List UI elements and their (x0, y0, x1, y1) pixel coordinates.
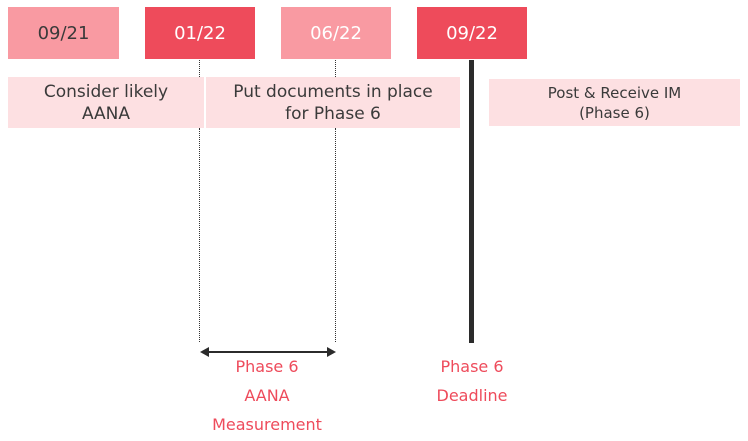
task-text-line: (Phase 6) (579, 103, 650, 122)
task-post-receive-im: Post & Receive IM (Phase 6) (489, 79, 740, 126)
task-text-line: AANA (81, 103, 131, 124)
caption-line: Phase 6 (440, 357, 504, 376)
task-text-line: for Phase 6 (285, 103, 381, 124)
task-consider-aana: Consider likely AANA (8, 77, 204, 128)
deadline-line (469, 60, 474, 343)
task-text-line: Put documents in place (233, 81, 433, 102)
date-label: 06/22 (310, 22, 362, 44)
task-text-line: Consider likely (43, 81, 169, 102)
dotted-line-0622 (335, 128, 336, 342)
date-box-0622: 06/22 (281, 7, 391, 59)
caption-aana-measurement: Phase 6 AANA Measurement (197, 352, 337, 439)
task-text-line: Post & Receive IM (547, 83, 682, 102)
caption-line: Phase 6 (235, 357, 299, 376)
date-box-0122: 01/22 (145, 7, 255, 59)
caption-phase6-deadline: Phase 6 Deadline (412, 352, 532, 410)
dotted-line-0622-top (335, 60, 336, 77)
date-label: 09/21 (37, 22, 90, 44)
caption-line: Measurement (212, 415, 322, 434)
caption-line: AANA (244, 386, 290, 405)
task-put-documents: Put documents in place for Phase 6 (206, 77, 460, 128)
date-box-0921: 09/21 (8, 7, 119, 59)
measurement-period-arrow (200, 347, 336, 357)
date-label: 09/22 (446, 22, 498, 44)
caption-line: Deadline (436, 386, 508, 405)
date-box-0922: 09/22 (417, 7, 527, 59)
dotted-line-0122 (199, 128, 200, 342)
dotted-line-0122-top (199, 60, 200, 77)
date-label: 01/22 (174, 22, 226, 44)
